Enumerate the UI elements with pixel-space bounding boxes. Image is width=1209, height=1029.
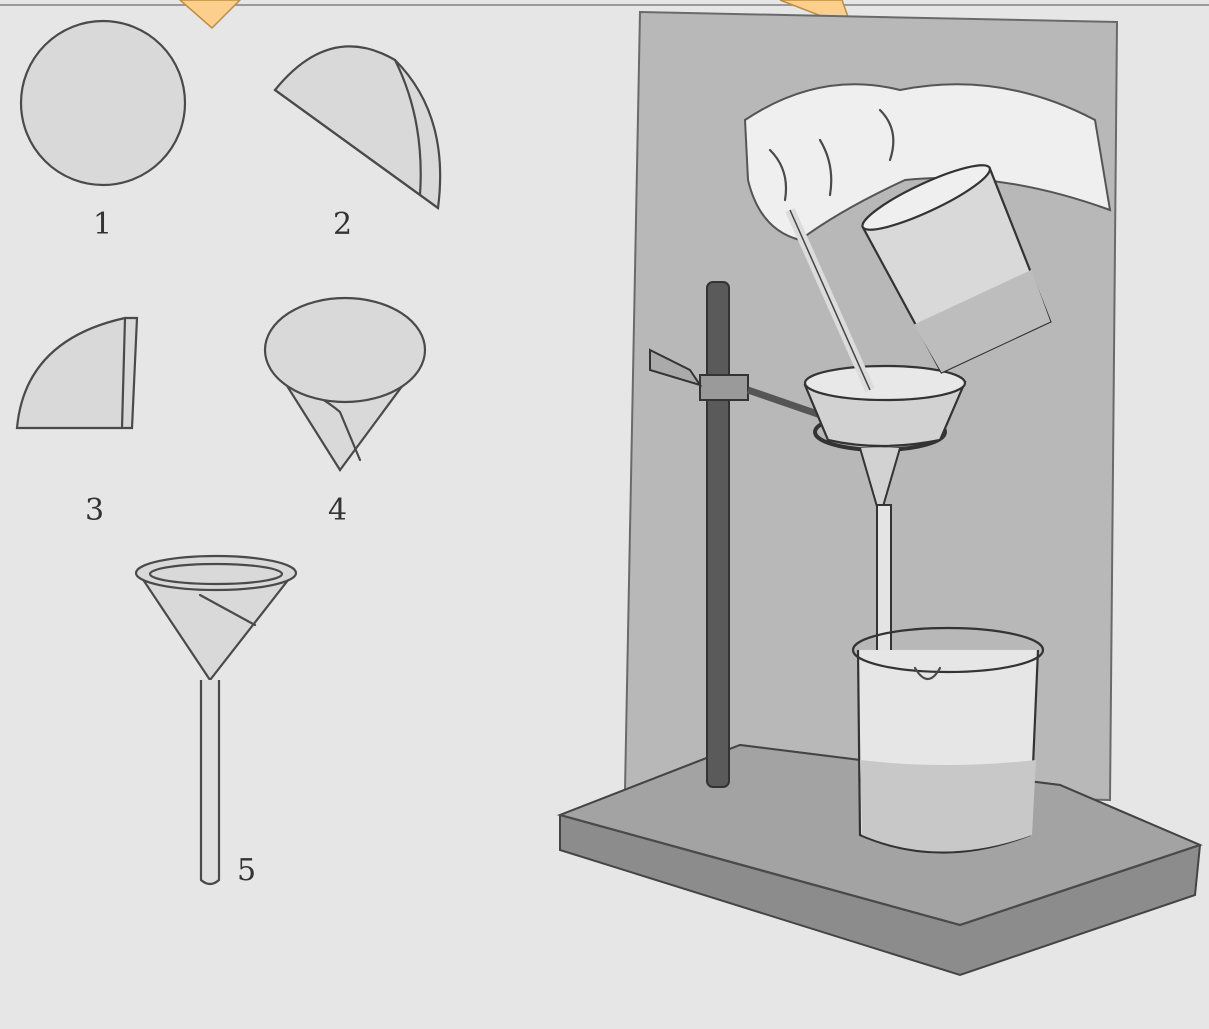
step-3-label: 3: [85, 493, 104, 528]
step-1-label: 1: [93, 207, 112, 242]
step-3-filter-paper: 3: [17, 318, 137, 528]
step-2-filter-paper: 2: [275, 46, 440, 242]
step-5-label: 5: [237, 853, 256, 888]
step-4-label: 4: [328, 493, 347, 528]
stand-rod: [707, 282, 729, 787]
receiving-beaker: [853, 628, 1043, 853]
step-4-filter-paper: 4: [265, 298, 425, 528]
callout-tip-left: [180, 0, 240, 28]
step-2-label: 2: [333, 207, 352, 242]
clamp: [700, 375, 748, 400]
filtration-apparatus: [560, 12, 1200, 975]
step-1-filter-paper: 1: [21, 21, 185, 242]
step-5-funnel: 5: [136, 556, 296, 888]
